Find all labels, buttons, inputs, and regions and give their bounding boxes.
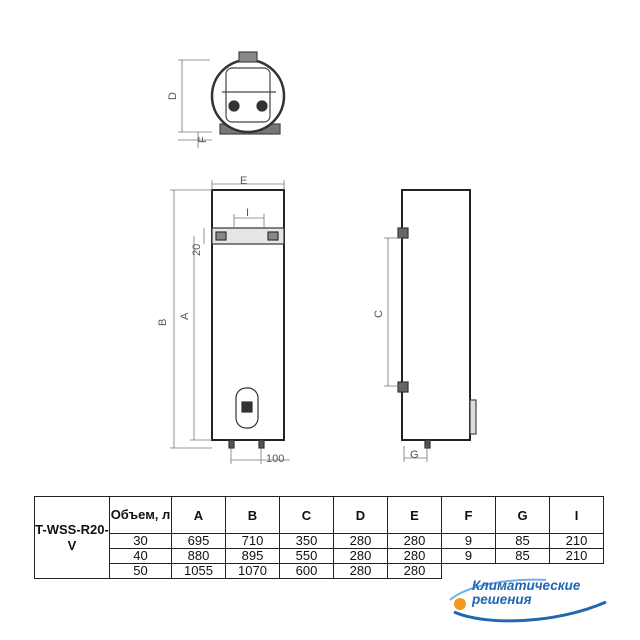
side-body — [401, 189, 471, 441]
pipe-left — [228, 100, 240, 112]
volume-cell: 50 — [109, 563, 172, 579]
value-cell: 600 — [279, 563, 334, 579]
label-100: 100 — [266, 453, 284, 465]
value-cell: 210 — [549, 548, 604, 564]
volume-cell: 40 — [109, 548, 172, 564]
volume-cell: 30 — [109, 533, 172, 549]
value-cell: 9 — [441, 533, 496, 549]
col-header: C — [279, 496, 334, 534]
col-header: A — [171, 496, 226, 534]
side-view — [384, 189, 477, 462]
value-cell: 1070 — [225, 563, 280, 579]
label-C: C — [373, 310, 385, 318]
label-B: B — [157, 319, 169, 326]
value-cell: 280 — [333, 563, 388, 579]
label-E: E — [240, 175, 247, 187]
value-cell: 85 — [495, 548, 550, 564]
col-header: F — [441, 496, 496, 534]
pipe-right — [256, 100, 268, 112]
display-icon — [241, 401, 253, 413]
value-cell: 880 — [171, 548, 226, 564]
label-A: A — [179, 312, 191, 320]
col-header: D — [333, 496, 388, 534]
logo-text: Климатические решения — [472, 579, 612, 607]
brand-logo — [449, 578, 607, 623]
logo-line-2: решения — [472, 592, 532, 607]
value-cell: 550 — [279, 548, 334, 564]
col-header: I — [549, 496, 604, 534]
front-view — [170, 180, 290, 464]
value-cell: 280 — [333, 533, 388, 549]
label-I: I — [246, 207, 249, 219]
value-cell: 350 — [279, 533, 334, 549]
top-connector — [238, 51, 258, 63]
value-cell: 280 — [333, 548, 388, 564]
value-cell: 210 — [549, 533, 604, 549]
top-view — [178, 51, 286, 148]
top-panel — [225, 67, 271, 123]
model-name: T-WSS-R20-V — [34, 496, 110, 579]
table-row: 30 695 710 350 280 280 9 85 210 — [35, 533, 604, 549]
table-row: 40 880 895 550 280 280 9 85 210 — [35, 548, 604, 564]
label-G: G — [410, 449, 419, 461]
volume-header: Объем, л — [109, 496, 172, 534]
label-F: F — [197, 136, 209, 143]
value-cell: 9 — [441, 548, 496, 564]
value-cell: 710 — [225, 533, 280, 549]
value-cell: 280 — [387, 533, 442, 549]
label-D: D — [167, 92, 179, 100]
label-20: 20 — [191, 244, 203, 256]
value-cell: 85 — [495, 533, 550, 549]
value-cell: 695 — [171, 533, 226, 549]
table-row: 50 1055 1070 600 280 280 — [35, 563, 604, 579]
value-cell: 280 — [387, 563, 442, 579]
spec-table: T-WSS-R20-V Объем, л A B C D E F G I 30 … — [34, 496, 604, 579]
value-cell: 1055 — [171, 563, 226, 579]
col-header: G — [495, 496, 550, 534]
col-header: B — [225, 496, 280, 534]
value-cell: 280 — [387, 548, 442, 564]
top-control-strip — [211, 227, 285, 245]
col-header: E — [387, 496, 442, 534]
logo-line-1: Климатические — [472, 578, 581, 593]
value-cell: 895 — [225, 548, 280, 564]
